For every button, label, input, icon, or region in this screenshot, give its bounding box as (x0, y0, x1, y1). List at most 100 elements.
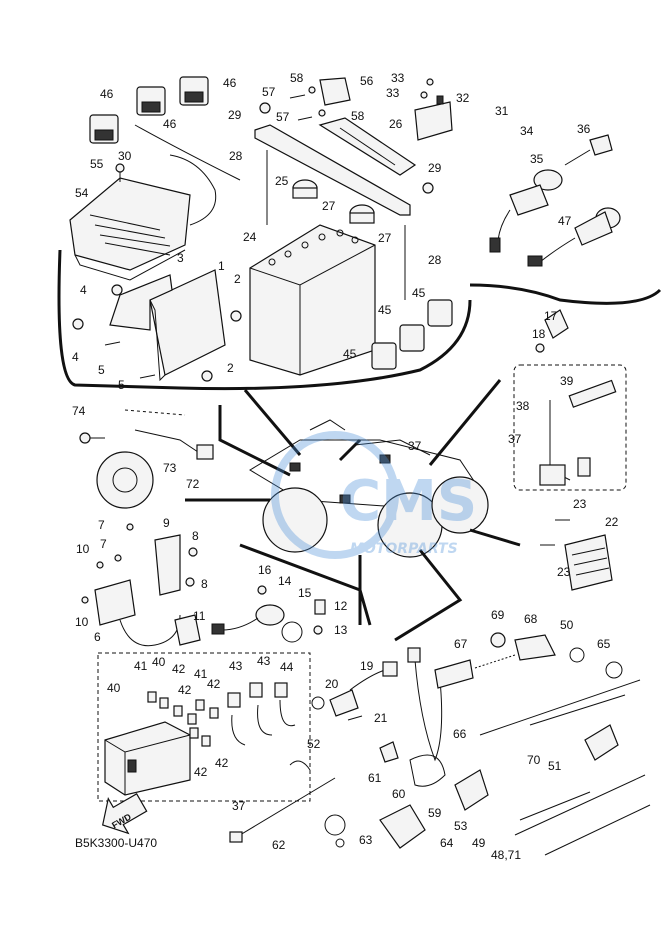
callout-17: 17 (544, 309, 558, 323)
screw-10-b (81, 596, 89, 604)
switch-12 (314, 599, 326, 615)
callout-45-1: 45 (412, 286, 426, 300)
sensor-17 (544, 309, 569, 339)
clamp-50 (569, 647, 585, 663)
callout-56: 56 (360, 74, 374, 88)
callout-49: 49 (472, 836, 486, 850)
wire-lead-30 (134, 124, 241, 181)
watermark-ring (271, 431, 399, 559)
nut-2-a (230, 310, 242, 322)
dashed-box-sensor-38-39 (513, 364, 627, 491)
callout-11: 11 (193, 609, 206, 623)
nut-8-b (185, 577, 195, 587)
callout-46-1: 46 (100, 87, 114, 101)
clamp-65 (605, 661, 623, 679)
callout-73: 73 (163, 461, 177, 475)
callout-42-2: 42 (178, 683, 192, 697)
callout-74: 74 (72, 404, 86, 418)
callout-57-2: 57 (276, 110, 290, 124)
ecu-unit-54 (69, 177, 191, 281)
grommet-4-a (111, 284, 123, 296)
o-ring-20 (311, 696, 325, 710)
callout-14: 14 (278, 574, 292, 588)
screw-55 (115, 163, 125, 182)
bolt-7-a (126, 523, 134, 531)
callout-28-2: 28 (428, 253, 442, 267)
ignition-coil-6 (94, 579, 201, 647)
callout-23-1: 23 (573, 497, 587, 511)
callout-67: 67 (454, 637, 468, 651)
holder-64 (379, 804, 426, 849)
callout-2-1: 2 (234, 272, 241, 286)
relay-46-a (89, 114, 119, 144)
nut-2-b (201, 370, 213, 382)
callout-59: 59 (428, 806, 442, 820)
callout-34: 34 (520, 124, 534, 138)
callout-4-2: 4 (72, 350, 79, 364)
battery-band-25 (254, 124, 411, 216)
callout-31: 31 (495, 104, 509, 118)
cover-26 (318, 117, 417, 176)
main-switch-34 (489, 169, 563, 253)
callout-23-2: 23 (557, 565, 571, 579)
callout-21: 21 (374, 711, 388, 725)
callout-20: 20 (325, 677, 339, 691)
callout-6: 6 (94, 630, 101, 644)
starter-relay-31 (414, 95, 453, 141)
callout-43-1: 43 (229, 659, 243, 673)
watermark-brand: CMS (340, 469, 477, 534)
harness-branch (169, 154, 217, 226)
callout-42-5: 42 (215, 756, 229, 770)
screw-33-a (426, 78, 434, 86)
o-ring-15 (281, 621, 303, 643)
callout-10-1: 10 (76, 542, 90, 556)
bolt-5-a (104, 341, 121, 346)
callout-42-4: 42 (194, 765, 208, 779)
callout-58-1: 58 (290, 71, 304, 85)
callout-68: 68 (524, 612, 538, 626)
rectifier-22 (564, 534, 613, 591)
callout-64: 64 (440, 836, 454, 850)
callout-62: 62 (272, 838, 286, 852)
nut-29-b (422, 182, 434, 194)
callout-51: 51 (548, 759, 562, 773)
fuse-holders-43-44 (227, 682, 296, 746)
callout-10-2: 10 (75, 615, 89, 629)
relay-46-b (136, 86, 166, 116)
sensor-19 (329, 661, 398, 717)
bolt-7-b (114, 554, 122, 562)
clamp-63 (324, 814, 346, 848)
callout-69: 69 (491, 608, 505, 622)
dc-socket-47 (527, 207, 621, 267)
cdi-unit-1 (149, 269, 226, 382)
watermark-sub: MOTORPARTS (350, 541, 458, 557)
relay-56 (319, 77, 351, 106)
callout-5-2: 5 (118, 378, 125, 392)
callout-46-3: 46 (223, 76, 237, 90)
callout-36: 36 (577, 122, 591, 136)
callout-66: 66 (453, 727, 467, 741)
callout-labels: 1223445512131415161718192021222323242526… (72, 71, 619, 862)
callout-27-2: 27 (378, 231, 392, 245)
cable-tie-48 (544, 804, 651, 856)
callout-22: 22 (605, 515, 619, 529)
sensor-harness-38 (539, 379, 617, 486)
callout-38: 38 (516, 399, 530, 413)
holder-59 (454, 769, 489, 811)
relay-45-a (427, 299, 453, 327)
callout-30: 30 (118, 149, 132, 163)
bolt-5-b (139, 374, 156, 379)
callout-55: 55 (90, 157, 104, 171)
callout-16: 16 (258, 563, 272, 577)
callout-46-2: 46 (163, 117, 177, 131)
callout-41-2: 41 (194, 667, 208, 681)
callout-5-1: 5 (98, 363, 105, 377)
sensor-14 (211, 604, 285, 635)
callout-33-2: 33 (386, 86, 400, 100)
callout-72: 72 (186, 477, 200, 491)
callout-39: 39 (560, 374, 574, 388)
callout-44: 44 (280, 660, 294, 674)
fuse-box-37 (104, 721, 191, 796)
callout-45-3: 45 (343, 347, 357, 361)
